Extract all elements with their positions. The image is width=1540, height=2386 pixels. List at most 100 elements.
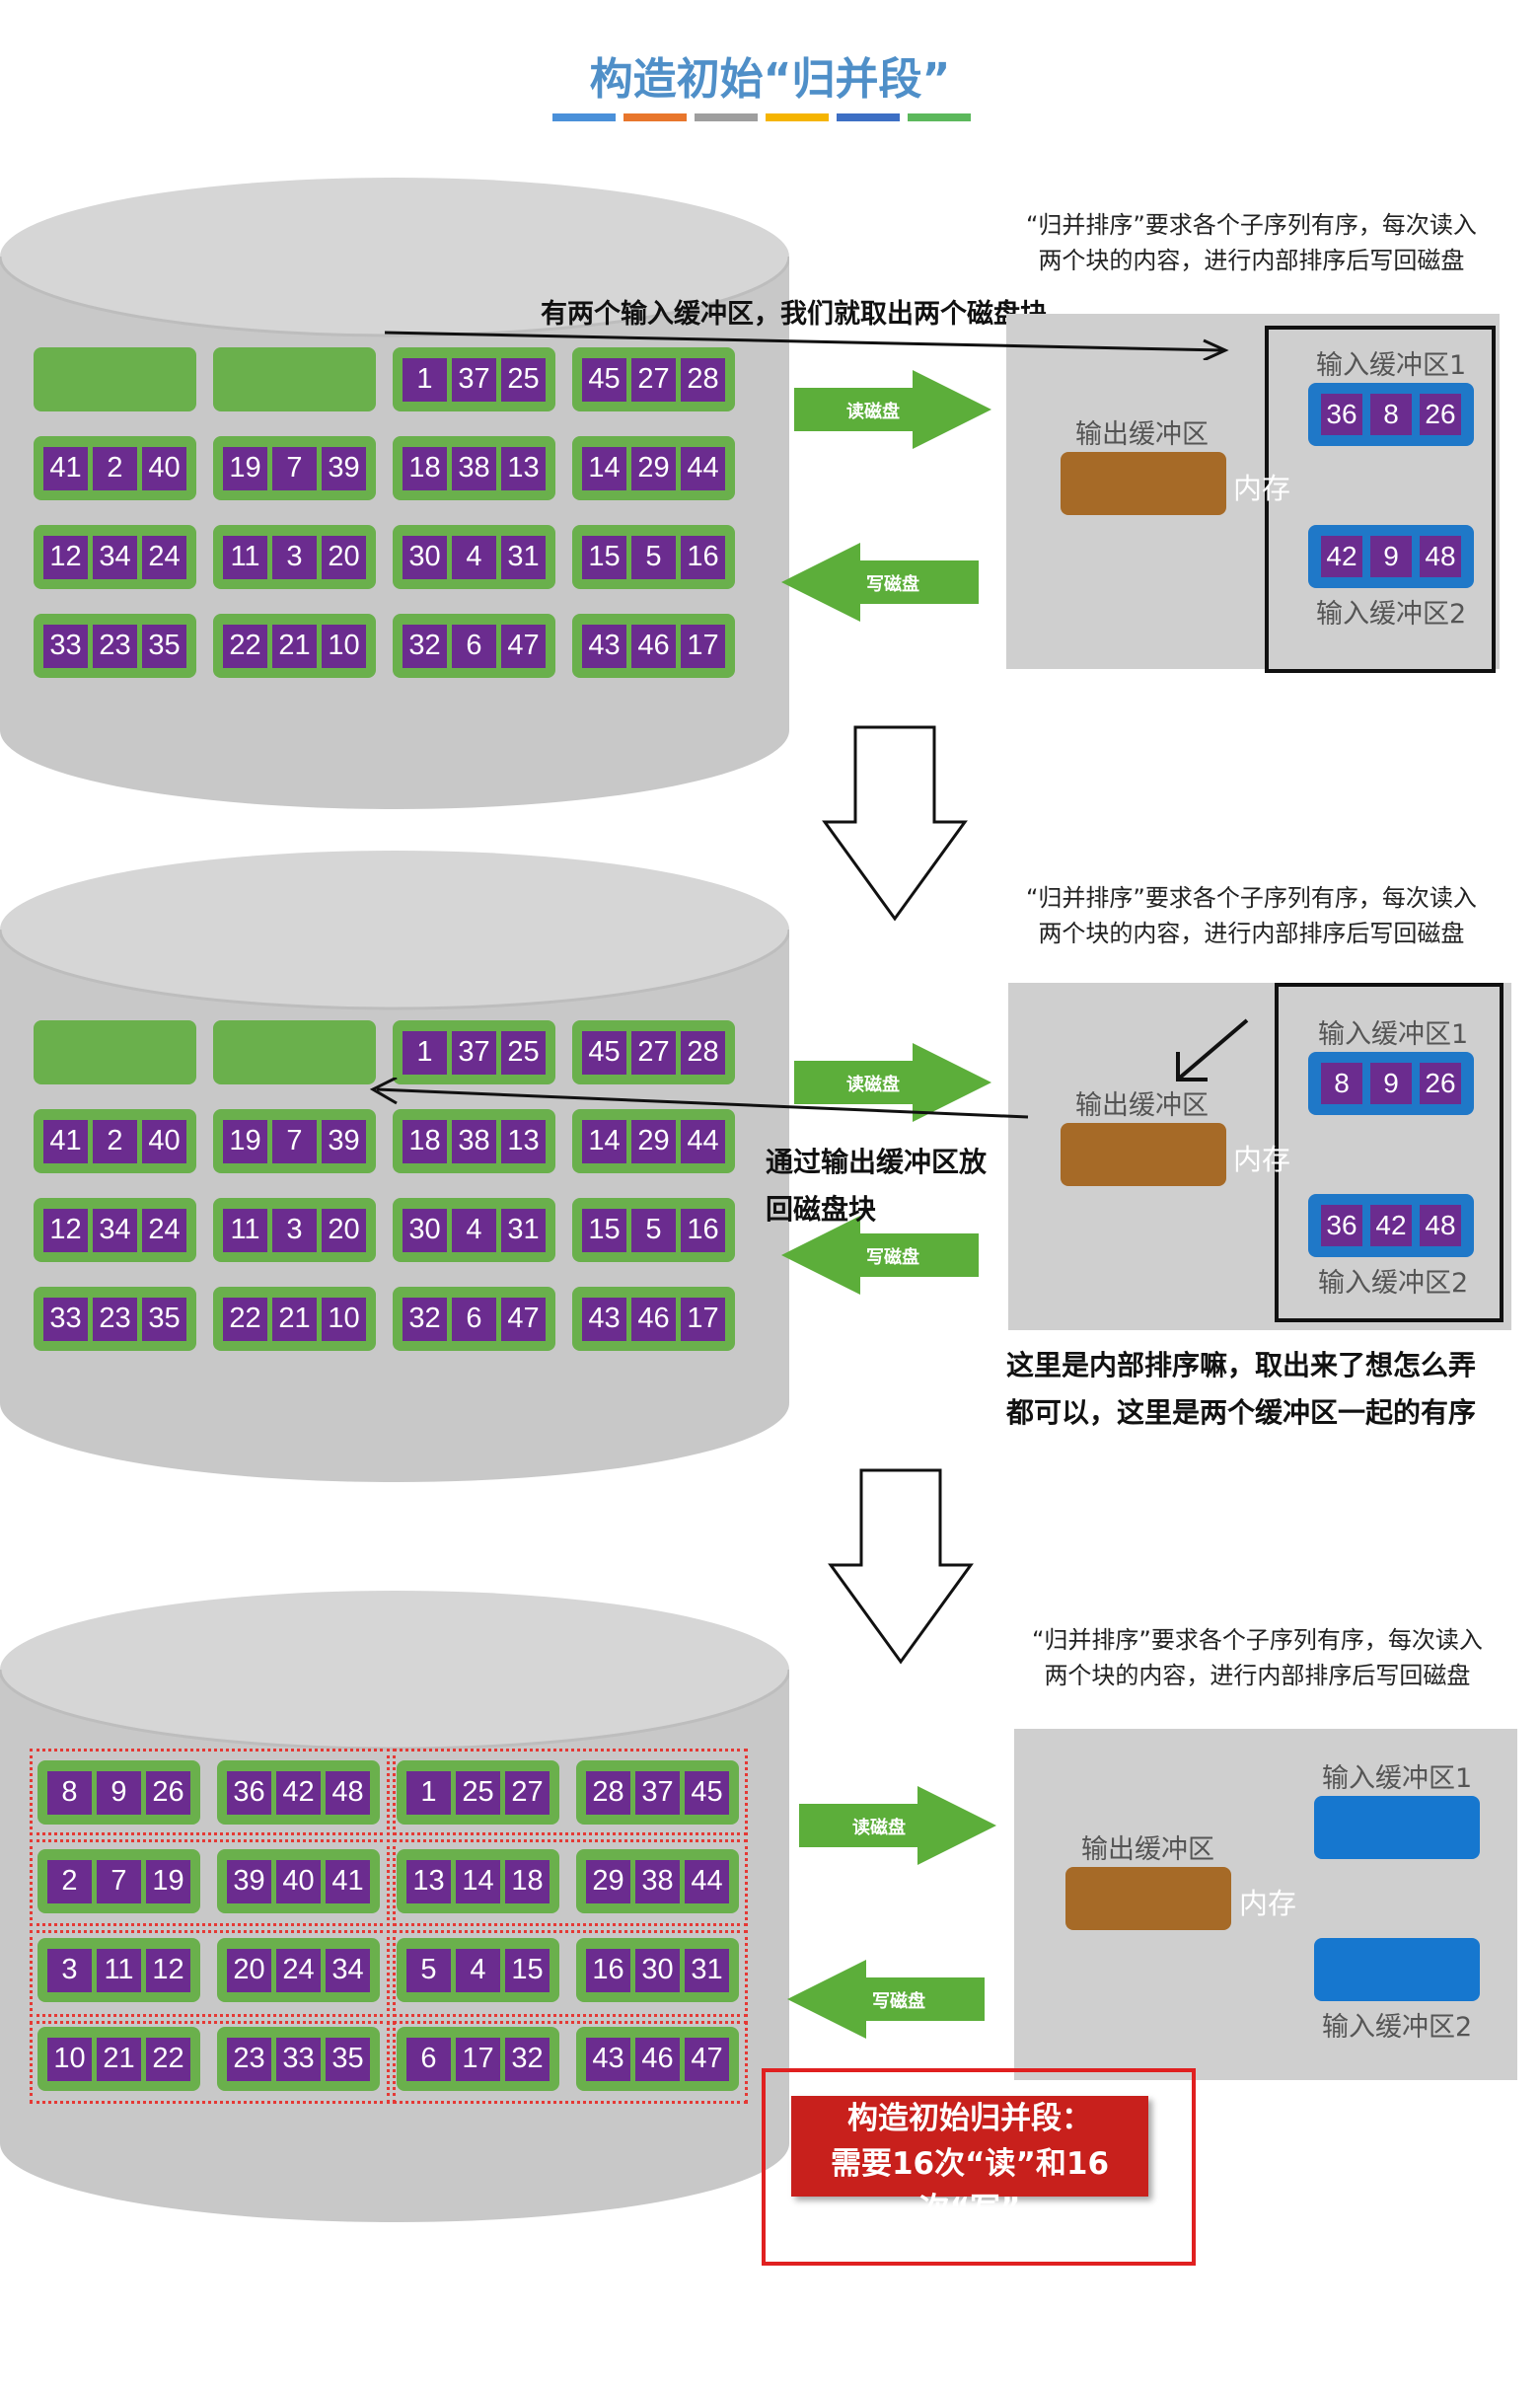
record-key: 17 [456, 2037, 500, 2081]
record-key: 42 [276, 1770, 321, 1815]
record-key: 6 [452, 1297, 496, 1341]
callout-line-2: 需要16次“读”和16次“写” [830, 2146, 1110, 2227]
write-disk-arrow [781, 543, 979, 622]
record-key: 40 [142, 446, 186, 490]
record-key: 11 [223, 1208, 267, 1252]
note-line-1: “归并排序”要求各个子序列有序，每次读入 [1032, 1626, 1483, 1654]
disk-block-empty [34, 347, 196, 411]
record-key: 34 [326, 1948, 370, 1992]
merge-segment-outline [30, 1749, 390, 1835]
input-buffer-2 [1314, 1938, 1480, 2001]
record-key: 44 [685, 1859, 729, 1903]
annotation-line-2: 都可以，这里是两个缓冲区一起的有序 [1006, 1396, 1477, 1429]
record-key: 2 [47, 1859, 92, 1903]
merge-segment-outline [393, 2021, 748, 2104]
merge-segment-outline [30, 2021, 390, 2104]
record-key: 41 [43, 1119, 88, 1163]
record-key: 29 [586, 1859, 630, 1903]
record-key: 37 [452, 1030, 496, 1075]
read-disk-label: 读磁盘 [852, 1818, 906, 1838]
record-key: 11 [223, 535, 267, 579]
record-key: 21 [97, 2037, 141, 2081]
record-key: 45 [685, 1770, 729, 1815]
record-key: 14 [582, 1119, 626, 1163]
record-key: 45 [582, 1030, 626, 1075]
record-key: 25 [501, 357, 546, 402]
record-key: 47 [501, 624, 546, 668]
record-key: 7 [97, 1859, 141, 1903]
record-key: 13 [501, 446, 546, 490]
record-key: 12 [43, 1208, 88, 1252]
record-key: 29 [631, 446, 676, 490]
annotation-internal-sort: 这里是内部排序嘛，取出来了想怎么弄 都可以，这里是两个缓冲区一起的有序 [1006, 1342, 1476, 1437]
record-key: 40 [276, 1859, 321, 1903]
record-key: 47 [685, 2037, 729, 2081]
output-buffer [1061, 452, 1226, 515]
record-key: 48 [326, 1770, 370, 1815]
record-key: 27 [631, 1030, 676, 1075]
record-key: 4 [452, 535, 496, 579]
record-key: 19 [223, 1119, 267, 1163]
record-key: 10 [322, 1297, 366, 1341]
input-buffer-1-label: 输入缓冲区1 [1322, 1763, 1473, 1794]
record-key: 30 [635, 1948, 680, 1992]
record-key: 43 [586, 2037, 630, 2081]
write-disk-label: 写磁盘 [866, 1247, 919, 1268]
read-disk-label: 读磁盘 [846, 1075, 900, 1095]
record-key: 44 [681, 1119, 725, 1163]
record-key: 14 [456, 1859, 500, 1903]
record-key: 30 [403, 535, 447, 579]
record-key: 2 [93, 1119, 137, 1163]
record-key: 19 [146, 1859, 190, 1903]
record-key: 3 [47, 1948, 92, 1992]
record-key: 1 [403, 357, 447, 402]
disk-block-empty [213, 347, 376, 411]
record-key: 25 [501, 1030, 546, 1075]
record-key: 6 [406, 2037, 451, 2081]
record-key: 20 [322, 1208, 366, 1252]
annotation-arrow [369, 1078, 1029, 1119]
annotation-arrow [385, 331, 1229, 360]
record-key: 21 [272, 624, 317, 668]
note-line-2: 两个块的内容，进行内部排序后写回磁盘 [1044, 1662, 1471, 1689]
record-key: 15 [582, 1208, 626, 1252]
input-buffer-2-label: 输入缓冲区2 [1318, 1268, 1469, 1299]
record-key: 1 [403, 1030, 447, 1075]
record-key: 32 [505, 2037, 550, 2081]
record-key: 36 [1321, 394, 1362, 435]
input-buffer-1-label: 输入缓冲区1 [1318, 1019, 1469, 1050]
note-line-1: “归并排序”要求各个子序列有序，每次读入 [1026, 884, 1477, 912]
memory-label: 内存 [1233, 472, 1291, 505]
record-key: 20 [322, 535, 366, 579]
record-key: 17 [681, 1297, 725, 1341]
record-key: 33 [43, 624, 88, 668]
record-key: 15 [505, 1948, 550, 1992]
record-key: 9 [1370, 1063, 1412, 1104]
record-key: 38 [452, 1119, 496, 1163]
callout-box: 构造初始归并段： 需要16次“读”和16次“写” [791, 2096, 1148, 2227]
record-key: 45 [582, 357, 626, 402]
record-key: 16 [681, 535, 725, 579]
record-key: 35 [142, 1297, 186, 1341]
read-disk-arrow [794, 370, 991, 449]
record-key: 24 [142, 1208, 186, 1252]
read-disk-label: 读磁盘 [846, 402, 900, 422]
record-key: 23 [227, 2037, 271, 2081]
record-key: 27 [505, 1770, 550, 1815]
